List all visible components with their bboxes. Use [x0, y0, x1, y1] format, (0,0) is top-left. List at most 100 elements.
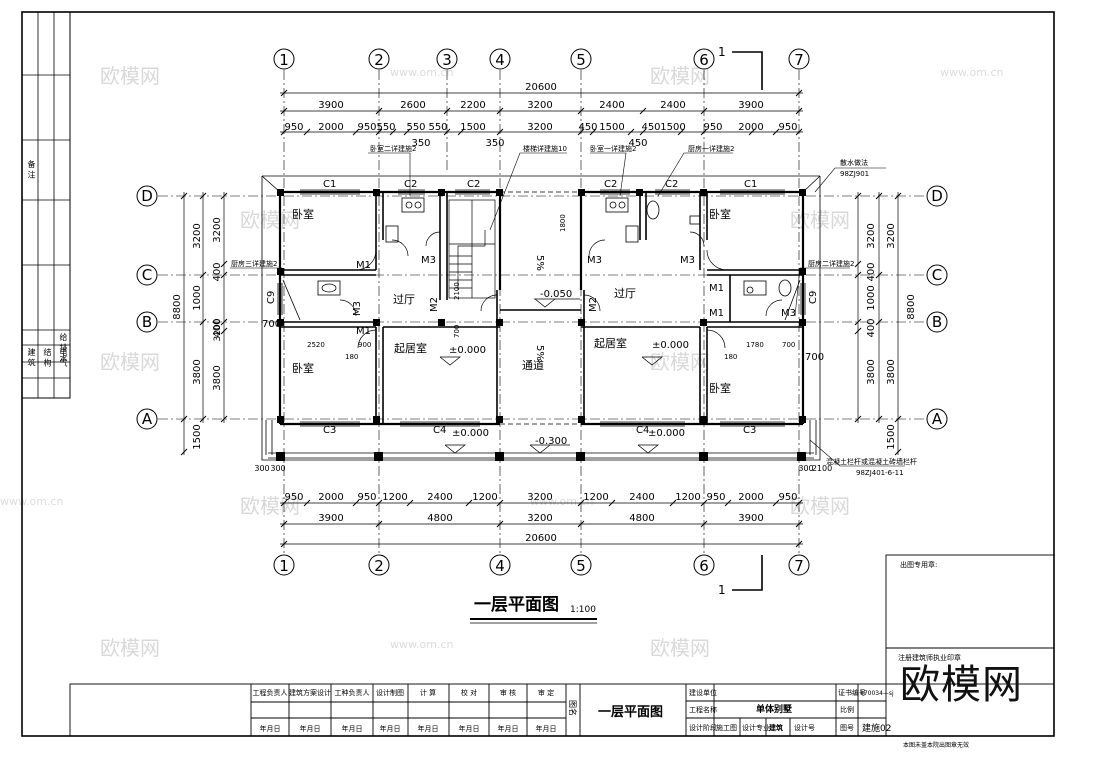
door-swings [339, 231, 783, 349]
project-name: 单体别墅 [756, 703, 792, 715]
stage-value: 施工图 [716, 723, 737, 732]
axis-bubbles-left [136, 185, 158, 430]
dim-text: 950 [284, 122, 303, 133]
window-tag: C2 [604, 179, 617, 190]
leader-note: 散水做法 [840, 158, 868, 167]
watermark-url: www.om.cn [0, 495, 64, 508]
window-tag: C4 [433, 425, 446, 436]
axis-label: 6 [699, 51, 709, 69]
door-tag: M3 [587, 255, 602, 266]
dim-text: 550 [428, 122, 447, 133]
window-tag: C2 [665, 179, 678, 190]
dim-total-top: 20600 [525, 82, 557, 93]
dim-text: 3200 [527, 492, 552, 503]
dim-text: 400 [212, 262, 223, 281]
room-label: 卧室 [292, 361, 314, 375]
drawing-title: 一层平面图 [474, 595, 559, 615]
dim-text: 1200 [675, 492, 700, 503]
left-binding-strip [21, 11, 71, 399]
small-dim: 2100 [453, 282, 461, 300]
dim-text: 2000 [738, 492, 763, 503]
date-cell: 年月日 [342, 724, 363, 733]
level-text: ±0.000 [449, 345, 486, 356]
role-label: 工种负责人 [335, 688, 370, 697]
dim-text: 950 [778, 122, 797, 133]
small-dim: 180 [345, 353, 358, 361]
axis-label: A [932, 410, 943, 428]
date-cell: 年月日 [536, 724, 557, 733]
dim-text: 400 [866, 318, 877, 337]
small-dim: 700 [453, 325, 461, 338]
leader-lines [230, 152, 905, 467]
dim-text: 950 [706, 492, 725, 503]
room-label: 卧室 [709, 207, 731, 221]
axis-bubbles-right [926, 185, 948, 430]
axis-label: D [931, 187, 943, 205]
small-dim: 1780 [746, 341, 764, 349]
door-tag: M1 [356, 326, 371, 337]
client-label: 建设单位 [689, 688, 717, 697]
cert-no-value: 170034—sj [860, 690, 894, 697]
dim-text: 3900 [738, 100, 763, 111]
axis-label: 7 [794, 557, 804, 575]
exterior-walls [278, 190, 805, 426]
watermark-logo: 欧模网 [900, 662, 1023, 708]
dim-text: 2000 [318, 122, 343, 133]
dim-text: 3200 [212, 217, 223, 242]
level-marks [439, 298, 663, 454]
window-tag: C1 [744, 179, 757, 190]
dim-text: 1200 [472, 492, 497, 503]
window-tag: C3 [323, 425, 336, 436]
dim-text: 550 [376, 122, 395, 133]
watermark: 欧模网 [240, 208, 300, 232]
sheet-no: 建施02 [862, 722, 891, 734]
door-tag: M3 [352, 301, 363, 316]
date-cell: 年月日 [300, 724, 321, 733]
level-text: ±0.000 [648, 428, 685, 439]
door-tag: M2 [429, 297, 440, 312]
dim-text: 4800 [427, 513, 452, 524]
dim-text: 350 [411, 138, 430, 149]
role-label: 设计制图 [376, 688, 404, 697]
dim-text: 450 [578, 122, 597, 133]
dim-text: 1500 [192, 424, 203, 449]
dim-text: 3200 [866, 223, 877, 248]
door-tag: M3 [781, 308, 796, 319]
dim-text: 1500 [599, 122, 624, 133]
dim-total-bottom: 20600 [525, 533, 557, 544]
slope-text: 5% [534, 255, 545, 271]
number-label: 设计号 [794, 723, 815, 732]
dim-text: 700 [262, 319, 281, 330]
axis-label: C [142, 266, 152, 284]
dim-text: 3200 [527, 122, 552, 133]
leader-note: 混凝土栏杆或混凝土砖墙栏杆 [826, 457, 917, 466]
date-cell: 年月日 [418, 724, 439, 733]
dim-text: 950 [778, 492, 797, 503]
leader-note: 楼梯详建施10 [523, 144, 567, 153]
dim-text: 3200 [213, 318, 223, 341]
role-label: 计 算 [420, 688, 436, 697]
axis-label: B [142, 313, 152, 331]
axis-label: D [141, 187, 153, 205]
cert-label: 注册建筑师执业印章 [898, 653, 961, 662]
room-label: 起居室 [394, 341, 427, 355]
door-tag: M1 [356, 260, 371, 271]
leader-note: 厨房一详建施2 [688, 144, 734, 153]
date-cell: 年月日 [498, 724, 519, 733]
dim-text: 700 [805, 352, 824, 363]
dim-text: 400 [212, 318, 223, 337]
room-label: 卧室 [292, 207, 314, 221]
watermark-url: www.om.cn [390, 66, 454, 79]
watermark: 欧模网 [650, 636, 710, 660]
invalid-note: 本图未盖本院出图章无效 [903, 741, 969, 749]
level-text: ±0.000 [452, 428, 489, 439]
axis-label: 5 [576, 557, 586, 575]
level-text: -0.300 [535, 436, 567, 447]
dim-text: 950 [703, 122, 722, 133]
sidebar-label: 给 排 水 [59, 333, 68, 363]
date-cell: 年月日 [380, 724, 401, 733]
dim-text: 3200 [886, 223, 897, 248]
watermark-url: www.om.cn [530, 495, 594, 508]
role-label: 审 定 [538, 688, 554, 697]
dim-text: 400 [866, 262, 877, 281]
